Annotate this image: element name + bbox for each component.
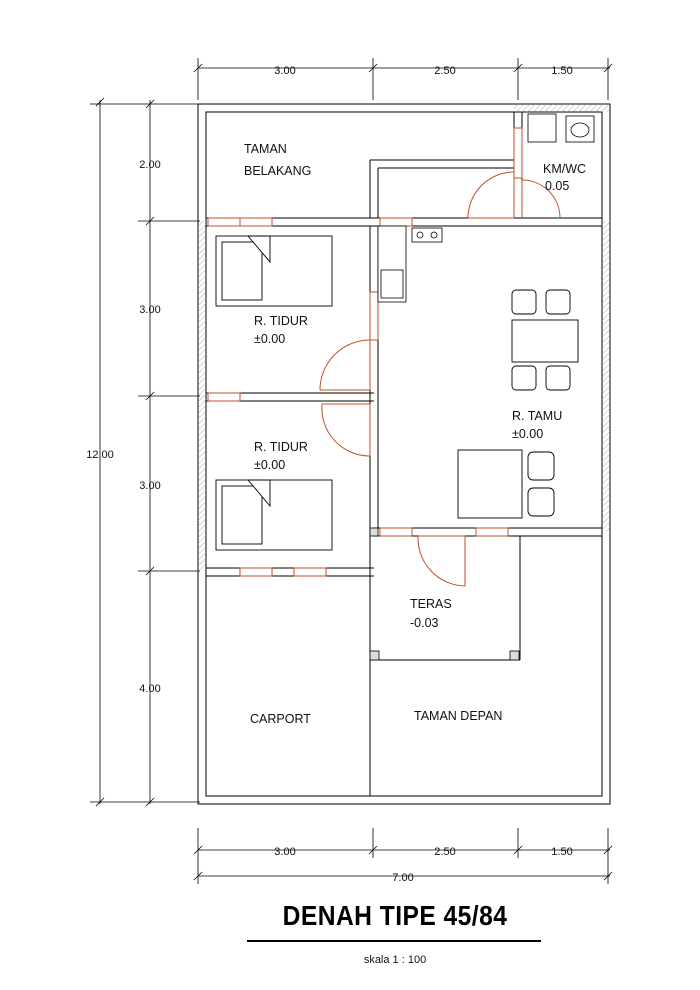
plan-title: DENAH TIPE 45/84 (282, 900, 508, 931)
label-tidur-2: R. TIDUR (254, 440, 308, 454)
dim-left-2: 3.00 (139, 304, 160, 316)
label-tidur-1-level: ±0.00 (254, 332, 285, 346)
label-tamu: R. TAMU (512, 409, 562, 423)
wall-hatch (198, 104, 610, 571)
label-teras-level: -0.03 (410, 616, 439, 630)
dim-top-3: 1.50 (551, 65, 572, 77)
left-dimension-line (90, 97, 200, 807)
plan-scale: skala 1 : 100 (363, 954, 427, 966)
bottom-dimension-line (193, 828, 613, 884)
dim-left-4: 4.00 (139, 683, 160, 695)
dim-bottom-2: 2.50 (434, 846, 455, 858)
dim-bottom-total: 7.00 (392, 872, 413, 884)
windows (207, 127, 523, 577)
dim-top-2: 2.50 (434, 65, 455, 77)
label-taman-belakang-2: BELAKANG (244, 164, 311, 178)
label-kmwc: KM/WC (543, 162, 586, 176)
dim-bottom-1: 3.00 (274, 846, 295, 858)
label-tidur-1: R. TIDUR (254, 314, 308, 328)
dim-left-1: 2.00 (139, 159, 160, 171)
living-set (457, 449, 555, 519)
top-dimension-line (193, 58, 613, 100)
bed-1 (215, 235, 333, 307)
label-carport: CARPORT (250, 712, 311, 726)
dim-bottom-3: 1.50 (551, 846, 572, 858)
title-underline (247, 940, 541, 942)
dining-set (511, 289, 579, 391)
kitchen-counter (377, 225, 443, 303)
label-taman-belakang-1: TAMAN (244, 142, 287, 156)
dim-left-total: 12.00 (86, 449, 114, 461)
doors (319, 171, 561, 587)
dim-top-1: 3.00 (274, 65, 295, 77)
toilet (527, 113, 595, 143)
label-tidur-2-level: ±0.00 (254, 458, 285, 472)
bed-2 (215, 479, 333, 551)
label-kmwc-level: 0.05 (545, 179, 569, 193)
columns (369, 527, 520, 661)
label-tamu-level: ±0.00 (512, 427, 543, 441)
label-taman-depan: TAMAN DEPAN (414, 709, 502, 723)
dim-left-3: 3.00 (139, 480, 160, 492)
label-teras: TERAS (410, 597, 452, 611)
